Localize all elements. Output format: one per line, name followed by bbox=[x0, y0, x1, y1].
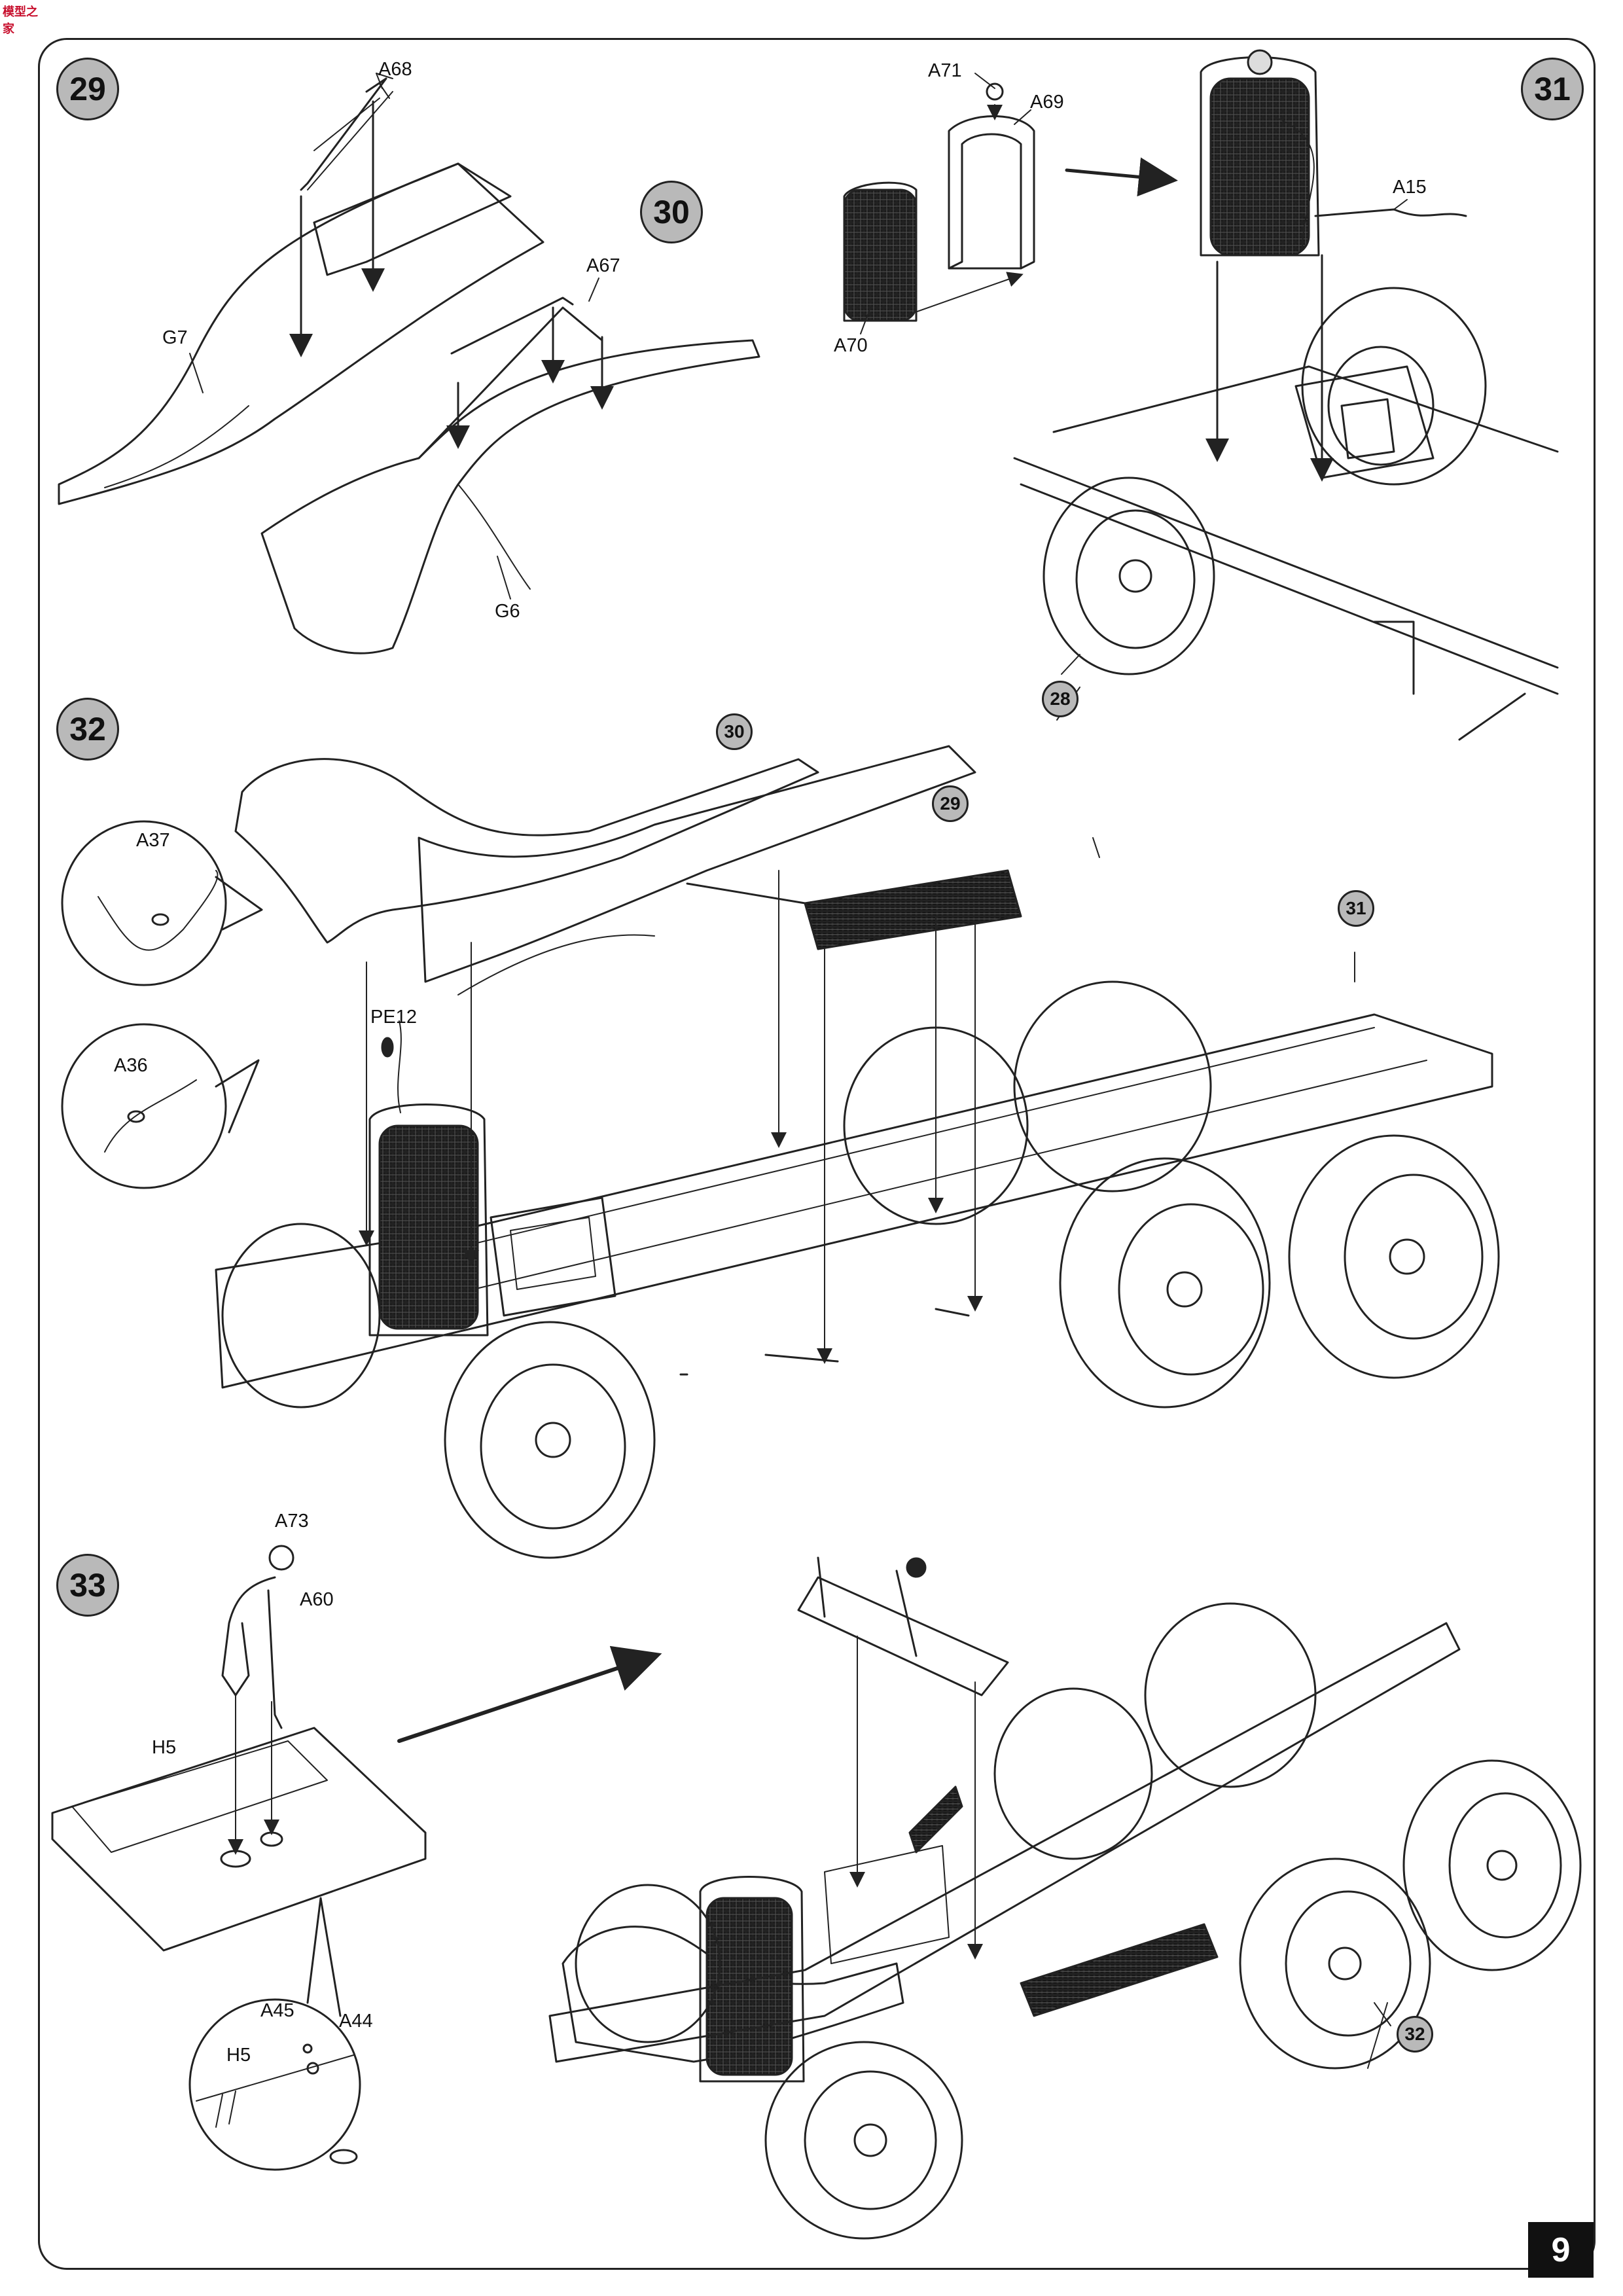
ref-step-28-badge: 28 bbox=[1042, 681, 1079, 717]
step-number-31: 31 bbox=[1521, 58, 1584, 120]
ref-step-31-badge: 31 bbox=[1338, 890, 1374, 927]
ref-step-32-badge: 32 bbox=[1397, 2016, 1433, 2053]
watermark-logo: 模型之家 bbox=[3, 5, 38, 36]
page-number: 9 bbox=[1528, 2222, 1594, 2278]
fender-running-board-drawing bbox=[234, 745, 1022, 996]
floor-plate-h5-drawing bbox=[51, 1545, 662, 1952]
step-number-30: 30 bbox=[640, 181, 703, 243]
label-leader-lines bbox=[189, 73, 1408, 2026]
truck-step33-drawing bbox=[548, 1556, 1582, 2240]
fender-g7-drawing bbox=[58, 73, 544, 505]
part-label-pe12: PE12 bbox=[370, 1007, 417, 1028]
step-number-29: 29 bbox=[56, 58, 119, 120]
radiator-parts-drawing bbox=[843, 82, 1178, 322]
part-label-a15: A15 bbox=[1393, 177, 1427, 198]
part-label-a36: A36 bbox=[114, 1055, 148, 1076]
part-label-a69: A69 bbox=[1030, 92, 1064, 113]
ref-step-30-badge: 30 bbox=[716, 713, 753, 750]
part-label-a45: A45 bbox=[260, 2000, 294, 2021]
part-label-a68: A68 bbox=[378, 59, 412, 80]
ref-step-29-badge: 29 bbox=[932, 785, 969, 822]
step-number-33: 33 bbox=[56, 1554, 119, 1617]
part-label-h5: H5 bbox=[152, 1737, 177, 1758]
detail-bubble-a36 bbox=[61, 1023, 260, 1189]
page-frame bbox=[38, 38, 1596, 2270]
part-label-a44: A44 bbox=[339, 2011, 373, 2032]
chassis-front-drawing bbox=[1013, 49, 1559, 741]
detail-bubble-a37 bbox=[61, 820, 263, 986]
part-label-g6: G6 bbox=[495, 601, 520, 622]
part-label-a37: A37 bbox=[136, 830, 170, 851]
part-label-a67: A67 bbox=[586, 255, 620, 276]
detail-bubble-a45-a44 bbox=[188, 1897, 361, 2171]
part-label-a73: A73 bbox=[275, 1511, 309, 1532]
part-label-g7: G7 bbox=[162, 327, 188, 348]
part-label-a70: A70 bbox=[834, 335, 868, 356]
fender-g6-drawing bbox=[260, 296, 760, 655]
truck-step32-drawing bbox=[215, 870, 1500, 1559]
part-label-a71: A71 bbox=[928, 60, 962, 81]
step-number-32: 32 bbox=[56, 698, 119, 761]
part-label-h5-detail: H5 bbox=[226, 2045, 251, 2066]
part-label-a60: A60 bbox=[300, 1589, 334, 1610]
